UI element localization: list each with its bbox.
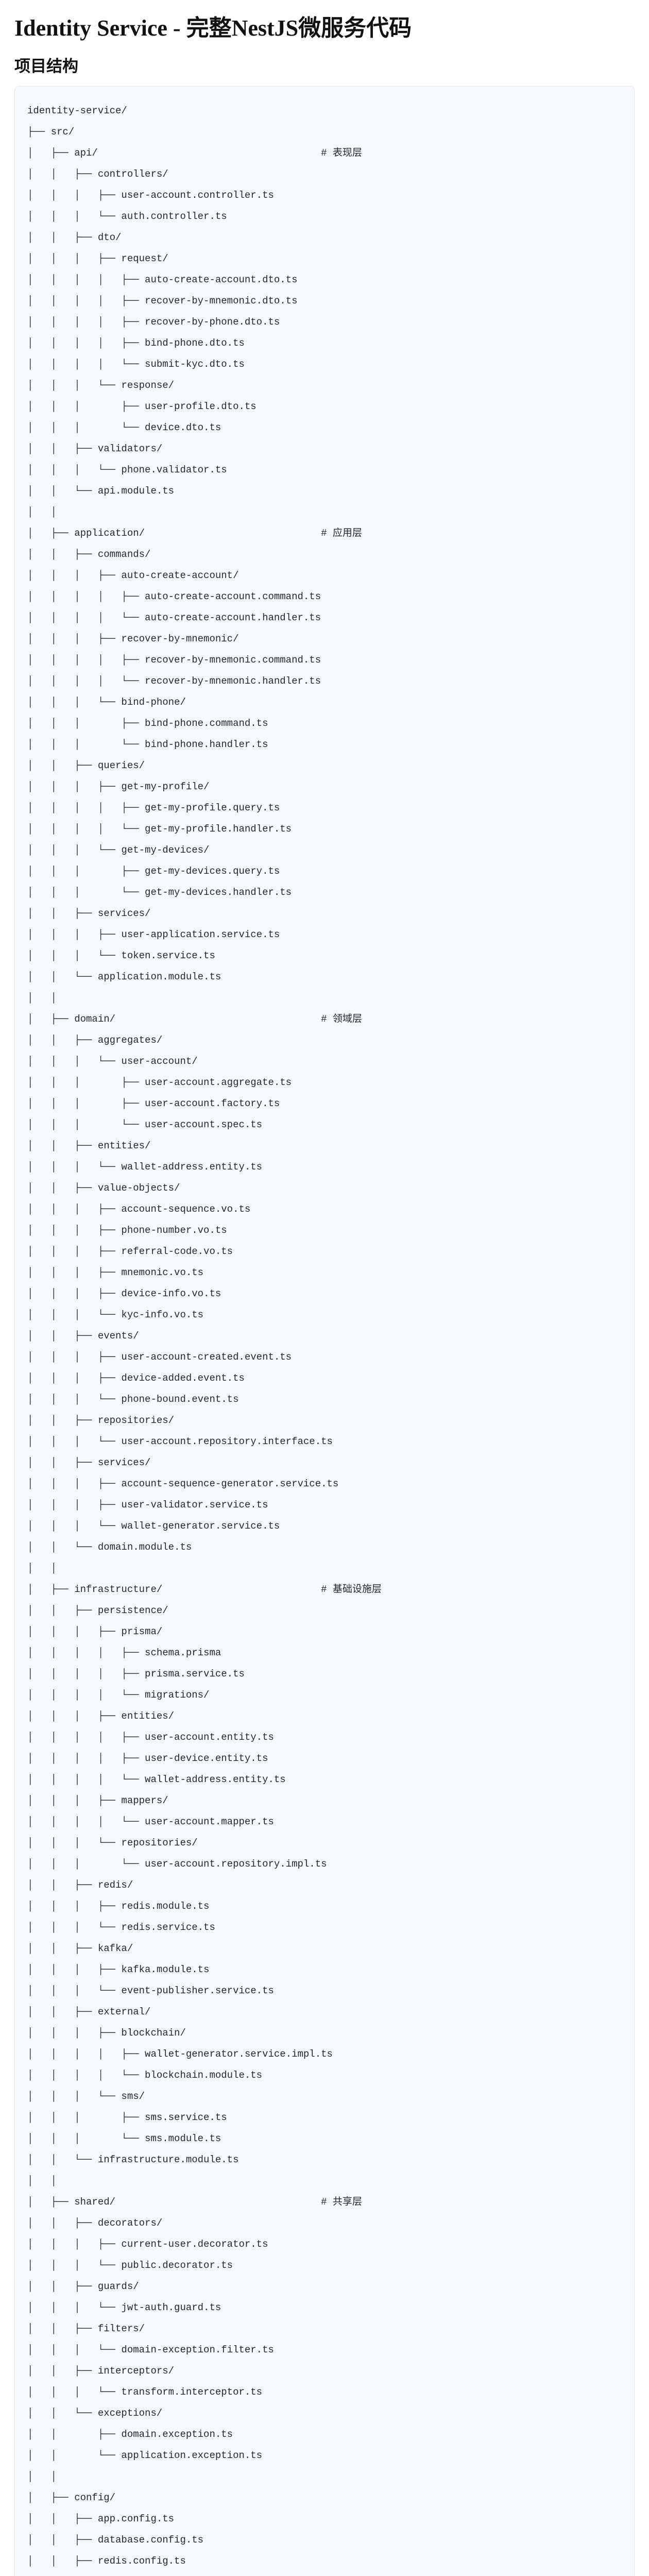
section-heading: 项目结构 xyxy=(14,57,78,76)
page-title: Identity Service - 完整NestJS微服务代码 xyxy=(14,15,412,41)
markdown-document: Identity Service - 完整NestJS微服务代码 项目结构 id… xyxy=(14,13,635,2576)
file-tree: identity-service/ ├── src/ │ ├── api/ # … xyxy=(27,105,382,2567)
code-block: identity-service/ ├── src/ │ ├── api/ # … xyxy=(14,86,635,2576)
file-tree-pre: identity-service/ ├── src/ │ ├── api/ # … xyxy=(27,100,622,2576)
